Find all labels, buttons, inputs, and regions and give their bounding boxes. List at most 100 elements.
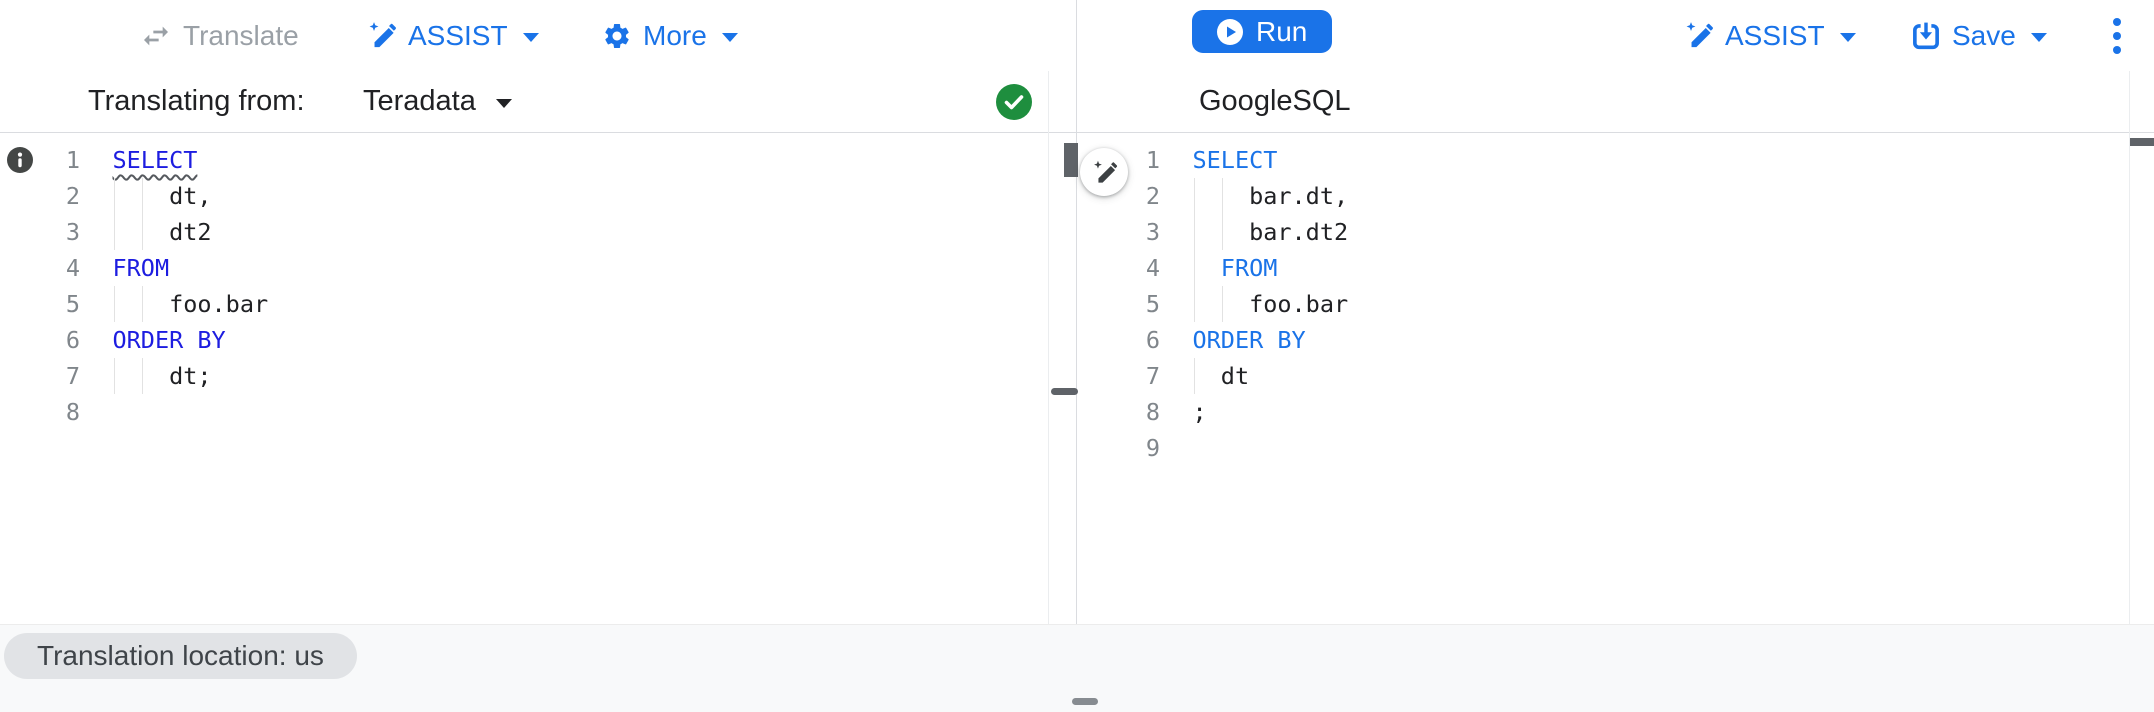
assist-menu-button-source[interactable]: ASSIST	[366, 0, 539, 71]
indent-guide	[113, 214, 115, 250]
indent-guide	[113, 358, 115, 394]
gear-icon	[602, 21, 632, 51]
run-label: Run	[1256, 15, 1308, 47]
code-text: dt,	[112, 182, 212, 210]
code-text: SELECT	[1192, 146, 1278, 174]
info-marker-icon[interactable]	[7, 147, 33, 173]
indent-guide	[141, 358, 143, 394]
code-line: 7 dt;	[0, 358, 1048, 394]
indent-guide	[1193, 286, 1195, 322]
code-text: FROM	[112, 254, 170, 282]
save-menu-button[interactable]: Save	[1911, 0, 2047, 71]
indent-guide	[1193, 358, 1195, 394]
play-circle-icon	[1216, 18, 1244, 46]
pane-resize-handle[interactable]	[1051, 388, 1078, 395]
editor-bottom-border	[0, 624, 2154, 625]
source-dialect-dropdown[interactable]: Teradata	[363, 71, 512, 132]
indent-guide	[1193, 250, 1195, 286]
code-line: 7 dt	[1080, 358, 2129, 394]
target-dialect-title: GoogleSQL	[1199, 85, 1351, 117]
chevron-down-icon	[721, 32, 738, 42]
kebab-dot	[2113, 32, 2121, 40]
assist-menu-button-target[interactable]: ASSIST	[1683, 0, 1856, 71]
bottom-panel-resize-handle[interactable]	[1072, 698, 1098, 705]
code-line: 8;	[1080, 394, 2129, 430]
kebab-dot	[2113, 46, 2121, 54]
line-number: 4	[65, 254, 80, 282]
indent-guide	[1221, 178, 1223, 214]
source-editor-scrollbar-thumb[interactable]	[1064, 143, 1078, 177]
line-number: 6	[65, 326, 80, 354]
line-number: 6	[1145, 326, 1160, 354]
code-text: foo.bar	[112, 290, 269, 318]
source-dialect-value: Teradata	[363, 85, 476, 117]
indent-guide	[141, 178, 143, 214]
code-text: ORDER BY	[1192, 326, 1306, 354]
code-text: SELECT	[112, 146, 198, 174]
right-scroll-track-border	[2129, 71, 2130, 624]
line-number: 2	[65, 182, 80, 210]
indent-guide	[1193, 178, 1195, 214]
assist-label: ASSIST	[1725, 19, 1825, 51]
code-line: 9	[1080, 430, 2129, 466]
indent-guide	[113, 286, 115, 322]
code-line: 8	[0, 394, 1048, 430]
chevron-down-icon	[2030, 32, 2047, 42]
assist-label: ASSIST	[408, 19, 508, 51]
assist-floating-button[interactable]	[1080, 148, 1128, 196]
line-number: 4	[1145, 254, 1160, 282]
indent-guide	[141, 286, 143, 322]
line-number: 9	[1145, 434, 1160, 462]
code-line: 3 dt2	[0, 214, 1048, 250]
code-line: 4 FROM	[0, 250, 1048, 286]
code-text: ;	[1192, 398, 1207, 426]
translation-location-badge: Translation location: us	[4, 633, 357, 679]
line-number: 2	[1145, 182, 1160, 210]
code-line: 6 ORDER BY	[1080, 322, 2129, 358]
translation-valid-status-icon	[995, 83, 1033, 121]
run-button[interactable]: Run	[1192, 10, 1332, 53]
target-editor-scrollbar-thumb[interactable]	[2130, 138, 2154, 146]
code-line: 3 bar.dt2	[1080, 214, 2129, 250]
translating-from-label: Translating from:	[88, 85, 305, 117]
translate-label: Translate	[183, 19, 299, 51]
code-line: 5 foo.bar	[0, 286, 1048, 322]
code-line: 5 foo.bar	[1080, 286, 2129, 322]
line-number: 8	[65, 398, 80, 426]
code-line: 1 SELECT	[1080, 142, 2129, 178]
code-text: bar.dt2	[1192, 218, 1349, 246]
code-line: 2 bar.dt,	[1080, 178, 2129, 214]
indent-guide	[1221, 214, 1223, 250]
code-text: dt	[1192, 362, 1250, 390]
line-number: 8	[1145, 398, 1160, 426]
line-number: 7	[65, 362, 80, 390]
chevron-down-icon	[522, 32, 539, 42]
swap-arrows-icon	[140, 20, 172, 52]
indent-guide	[141, 214, 143, 250]
translate-button[interactable]: Translate	[140, 0, 299, 71]
top-toolbar: Translate ASSIST More	[0, 0, 2154, 72]
line-number: 1	[1145, 146, 1160, 174]
indent-guide	[113, 178, 115, 214]
line-number: 3	[1145, 218, 1160, 246]
kebab-dot	[2113, 18, 2121, 26]
magic-pen-icon	[1683, 20, 1714, 51]
chevron-down-icon	[1839, 32, 1856, 42]
more-menu-button[interactable]: More	[602, 0, 738, 71]
overflow-menu-button[interactable]	[2103, 8, 2131, 64]
code-text: FROM	[1220, 254, 1278, 282]
line-number: 5	[65, 290, 80, 318]
line-number: 7	[1145, 362, 1160, 390]
chevron-down-icon	[495, 98, 512, 108]
save-icon	[1911, 21, 1941, 51]
code-text: ORDER BY	[112, 326, 226, 354]
left-scroll-track-border	[1048, 71, 1049, 624]
more-label: More	[643, 19, 707, 51]
code-text: bar.dt,	[1192, 182, 1349, 210]
